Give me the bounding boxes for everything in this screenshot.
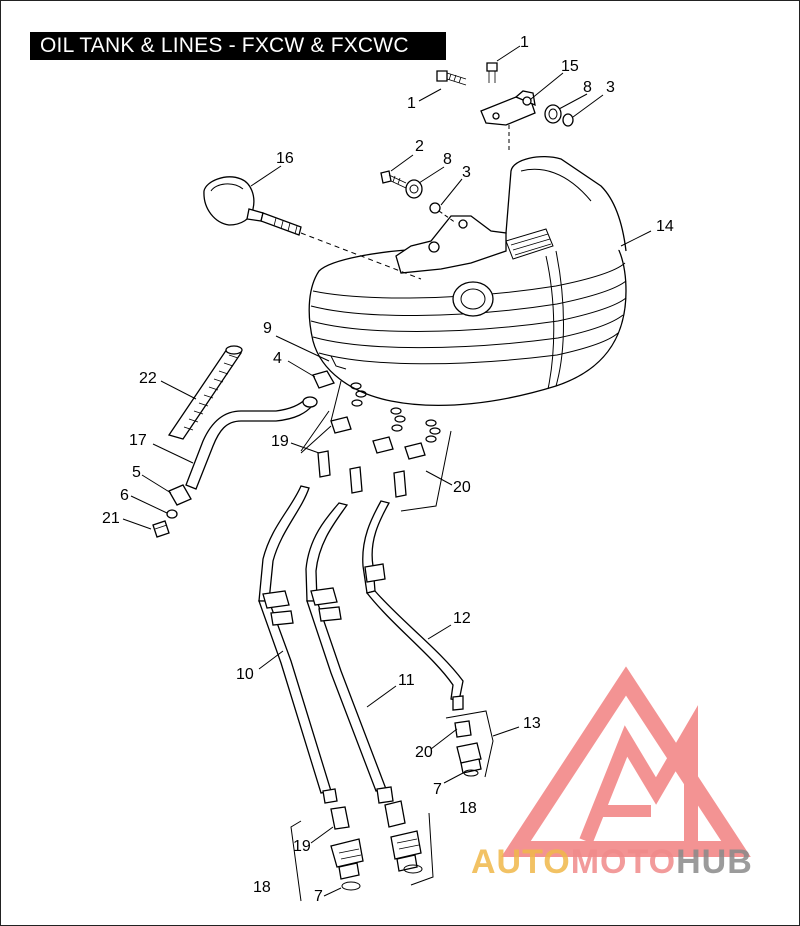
dipstick-16 xyxy=(203,176,422,280)
callout-18-left: 18 xyxy=(253,879,271,896)
callout-numbers: 1 1 15 8 3 2 8 3 16 14 9 4 22 19 17 5 6 … xyxy=(102,34,674,905)
top-bracket-group xyxy=(436,62,574,151)
callout-6: 6 xyxy=(120,487,129,504)
callout-20-upper: 20 xyxy=(453,479,471,496)
bolt-2 xyxy=(380,170,392,184)
watermark-triangle xyxy=(501,666,751,857)
callout-9: 9 xyxy=(263,320,272,337)
callout-17: 17 xyxy=(129,432,147,449)
callout-15: 15 xyxy=(561,58,579,75)
side-mount-group xyxy=(380,170,457,224)
callout-1-side: 1 xyxy=(407,95,416,112)
leader-lines xyxy=(122,45,652,897)
callout-12: 12 xyxy=(453,610,471,627)
lower-fittings-18-right xyxy=(384,800,434,886)
spacer-3a xyxy=(562,113,574,127)
bolt-1-side xyxy=(436,70,448,82)
lower-fittings-18-left xyxy=(290,806,364,902)
diagram-title: OIL TANK & LINES - FXCW & FXCWC xyxy=(30,32,446,60)
watermark-logo xyxy=(501,666,751,857)
hose-11 xyxy=(305,502,394,804)
watermark-hub: HUB xyxy=(676,843,753,881)
upper-fittings xyxy=(300,380,452,512)
callout-11: 11 xyxy=(398,672,415,689)
callout-3-top: 3 xyxy=(606,79,615,96)
callout-19-upper: 19 xyxy=(271,433,289,450)
callout-22: 22 xyxy=(139,370,157,387)
callout-19-lower: 19 xyxy=(293,838,311,855)
clamp-5 xyxy=(168,484,192,506)
lower-fittings-13 xyxy=(445,710,494,778)
callout-7-left: 7 xyxy=(314,888,323,905)
callout-3-side: 3 xyxy=(462,164,471,181)
o-ring-6 xyxy=(166,509,178,519)
hose-22 xyxy=(167,345,243,440)
oil-tank xyxy=(308,156,627,407)
callout-13: 13 xyxy=(523,715,541,732)
callout-1-top: 1 xyxy=(520,34,529,51)
callout-5: 5 xyxy=(132,464,141,481)
callout-20-lower: 20 xyxy=(415,744,433,761)
watermark-wordmark: AUTOMOTOHUB xyxy=(471,843,753,882)
callout-7-right: 7 xyxy=(433,781,442,798)
callout-8-side: 8 xyxy=(443,151,452,168)
watermark-moto: MOTO xyxy=(570,843,677,881)
callout-8-top: 8 xyxy=(583,79,592,96)
callout-21: 21 xyxy=(102,510,120,527)
hose-10 xyxy=(258,485,338,804)
hose-12 xyxy=(362,500,464,711)
callout-10: 10 xyxy=(236,666,254,683)
spacer-3b xyxy=(429,202,441,214)
watermark-m-mark xyxy=(579,705,698,844)
clamp-4 xyxy=(312,370,335,389)
grommet-8b xyxy=(405,179,423,199)
callout-2: 2 xyxy=(415,138,424,155)
grommet-8a xyxy=(544,104,562,124)
callout-18-right: 18 xyxy=(459,800,477,817)
watermark-auto: AUTO xyxy=(471,843,571,881)
callout-4: 4 xyxy=(273,350,282,367)
plug-21 xyxy=(152,520,170,538)
bolt-1-top xyxy=(486,62,498,72)
callout-16: 16 xyxy=(276,150,294,167)
hose-17 xyxy=(152,396,318,538)
callout-14: 14 xyxy=(656,218,674,235)
